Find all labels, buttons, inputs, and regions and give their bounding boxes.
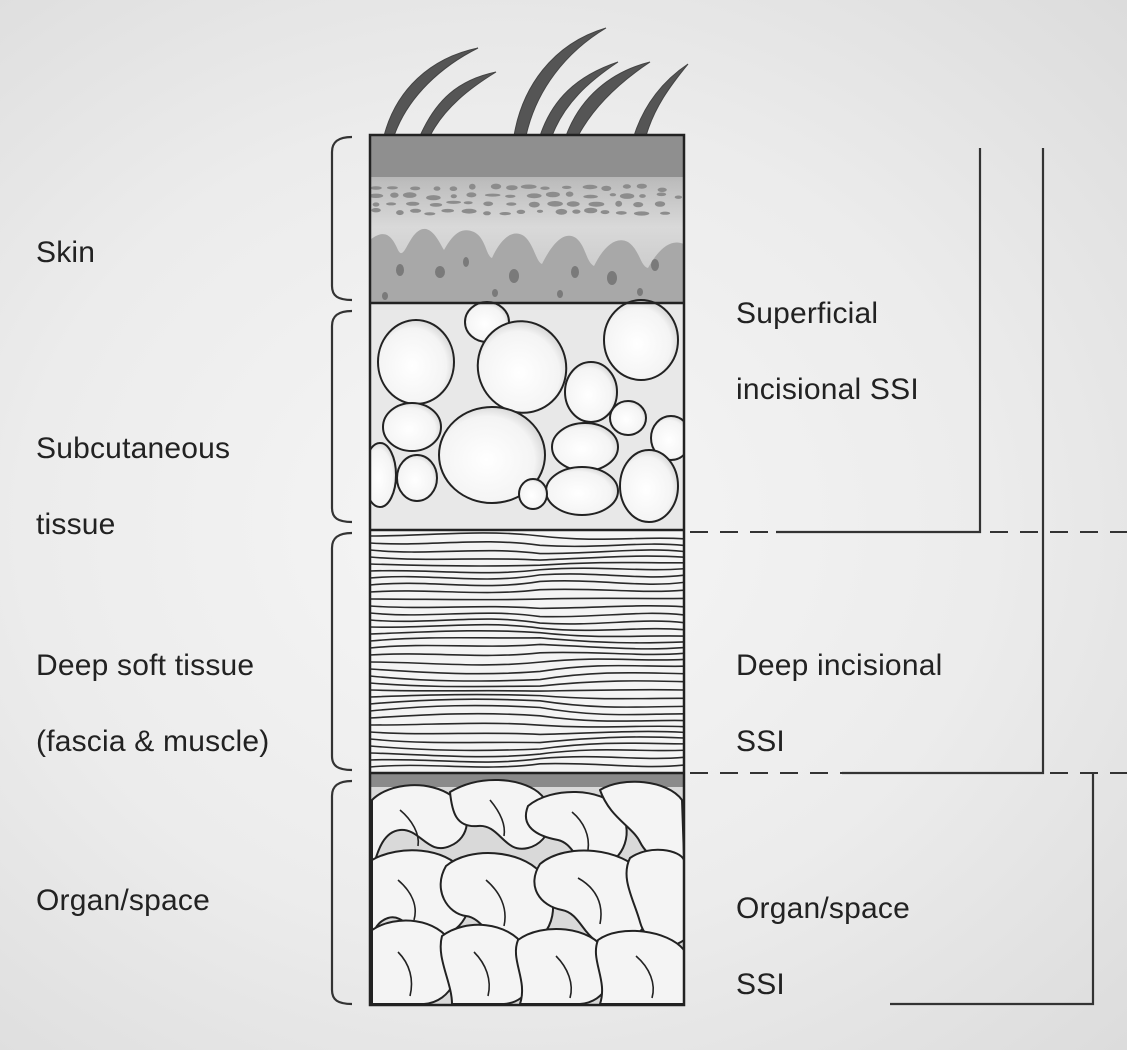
tissue-column [364,135,691,1005]
skin-cell [387,186,398,189]
skin-cell [537,210,543,213]
skin-cell [396,210,404,215]
skin-cell [583,195,598,199]
skin-cell [430,203,442,207]
skin-cell [639,194,646,198]
skin-cell [483,211,491,215]
skin-cell [529,202,540,208]
skin-cell [657,193,667,197]
skin-cell [566,192,574,197]
skin-cell [610,193,616,196]
label-organ-space-ssi: Organ/space SSI [736,852,910,1042]
skin-cell [547,201,563,207]
brace-deep-soft-tissue [332,533,352,770]
skin-cell [426,195,441,200]
skin-cell [499,212,511,215]
skin-cell [403,192,417,198]
skin-cell [601,186,611,191]
skin-cell [390,193,398,198]
skin-cell [633,202,643,207]
skin-cell [371,208,381,212]
brace-skin [332,137,352,300]
label-deep-soft-tissue: Deep soft tissue (fascia & muscle) [36,609,269,799]
skin-cell [373,202,380,206]
skin-cell [386,202,396,205]
skin-cell [658,188,667,192]
skin-cell [483,202,493,207]
skin-cell [450,186,458,191]
skin-cell [464,201,473,204]
fat-lobules [364,300,691,522]
skin-cell [517,210,526,214]
skin-cell [462,209,477,214]
skin-cell [567,201,580,206]
hair-strands [384,28,688,136]
skin-cell [506,202,516,205]
skin-cell [540,187,549,190]
skin-cell [434,186,441,190]
label-skin: Skin [36,196,95,310]
skin-cell [469,184,476,190]
skin-cell [583,185,598,189]
brace-subcutaneous [332,311,352,522]
skin-cell [562,186,572,189]
skin-cell [620,193,634,199]
label-subcutaneous-tissue: Subcutaneous tissue [36,392,230,582]
label-organ-space: Organ/space [36,844,210,958]
skin-cell [655,201,665,207]
skin-cell [660,212,670,215]
skin-cell [527,193,542,198]
skin-cell [675,196,682,199]
skin-cell [601,210,610,214]
brace-organ-space [332,781,352,1004]
organ-space-bracket [890,773,1093,1004]
skin-cell [637,184,647,189]
skin-cell [505,195,515,198]
skin-cell [615,201,622,207]
skin-cell [441,209,454,213]
skin-cell [634,211,649,215]
skin-cell [446,201,461,204]
skin-cell [370,186,382,189]
skin-cell [584,208,597,214]
label-deep-incisional-ssi: Deep incisional SSI [736,609,942,799]
skin-cell [616,211,627,215]
bowel-loops [372,780,684,1004]
skin-cell [451,194,457,198]
skin-cell [572,210,580,214]
skin-cell [406,202,419,206]
skin-cell [546,192,560,198]
skin-cell [623,184,631,188]
layer-braces [332,137,352,1004]
skin-cell [466,192,476,197]
label-superficial-incisional-ssi: Superficial incisional SSI [736,257,919,447]
skin-cell [424,212,435,215]
skin-cell [410,187,420,191]
skin-cell [410,209,421,213]
skin-cell [491,184,501,190]
skin-cell [589,202,605,207]
skin-cell [521,185,537,189]
skin-cell [556,209,568,215]
skin-cell [485,194,501,197]
skin-cell [506,185,518,190]
